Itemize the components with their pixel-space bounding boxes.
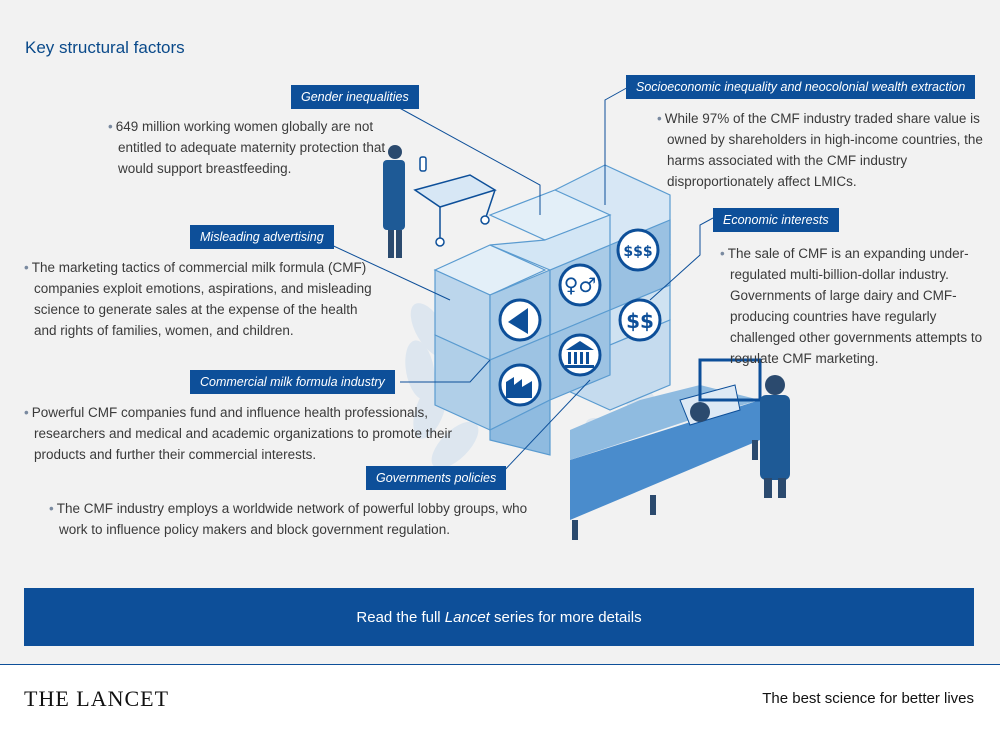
connector-industry — [400, 359, 491, 383]
svg-text:$$$: $$$ — [623, 244, 652, 260]
hospital-bed-icon — [570, 358, 762, 540]
label-socioeconomic: Socioeconomic inequality and neocolonial… — [626, 75, 976, 99]
label-economic-interests: Economic interests — [713, 208, 839, 232]
footer — [0, 664, 1000, 729]
money-coins-icon: $$$ — [616, 228, 660, 272]
connector-economic — [649, 217, 714, 301]
text-economic: •The sale of CMF is an expanding under-r… — [720, 246, 983, 366]
text-gender: •649 million working women globally are … — [108, 119, 386, 176]
text-socioeconomic: •While 97% of the CMF industry traded sh… — [657, 111, 983, 189]
page-title: Key structural factors — [25, 38, 185, 57]
text-government-policies: •The CMF industry employs a worldwide ne… — [49, 501, 528, 537]
connector-gender — [393, 104, 541, 215]
megaphone-icon — [498, 298, 542, 342]
cta-label: Read the full Lancet series for more det… — [356, 608, 642, 626]
svg-text:$$: $$ — [626, 309, 654, 333]
bottle-baby-icon — [413, 156, 497, 247]
connector-socioeconomic — [604, 84, 633, 205]
text-cmf-industry: •Powerful CMF companies fund and influen… — [24, 405, 452, 462]
read-series-button[interactable]: Read the full Lancet series for more det… — [24, 588, 974, 646]
svg-text:♀♂: ♀♂ — [564, 273, 597, 297]
government-building-icon — [558, 333, 602, 377]
lancet-logo[interactable]: THE LANCET — [24, 686, 170, 711]
label-misleading-advertising: Misleading advertising — [190, 225, 334, 249]
text-advertising: •The marketing tactics of commercial mil… — [24, 260, 372, 338]
label-cmf-industry: Commercial milk formula industry — [190, 370, 395, 394]
doctor-bedside — [760, 375, 790, 498]
gender-icon: ♀♂ — [558, 263, 602, 307]
label-government-policies: Governments policies — [366, 466, 507, 490]
label-gender-inequalities: Gender inequalities — [291, 85, 419, 109]
connector-policies — [499, 379, 591, 476]
cube-grid — [433, 164, 671, 456]
factory-icon — [498, 363, 542, 407]
tagline: The best science for better lives — [762, 690, 974, 707]
dollar-icon: $$ — [618, 298, 662, 342]
